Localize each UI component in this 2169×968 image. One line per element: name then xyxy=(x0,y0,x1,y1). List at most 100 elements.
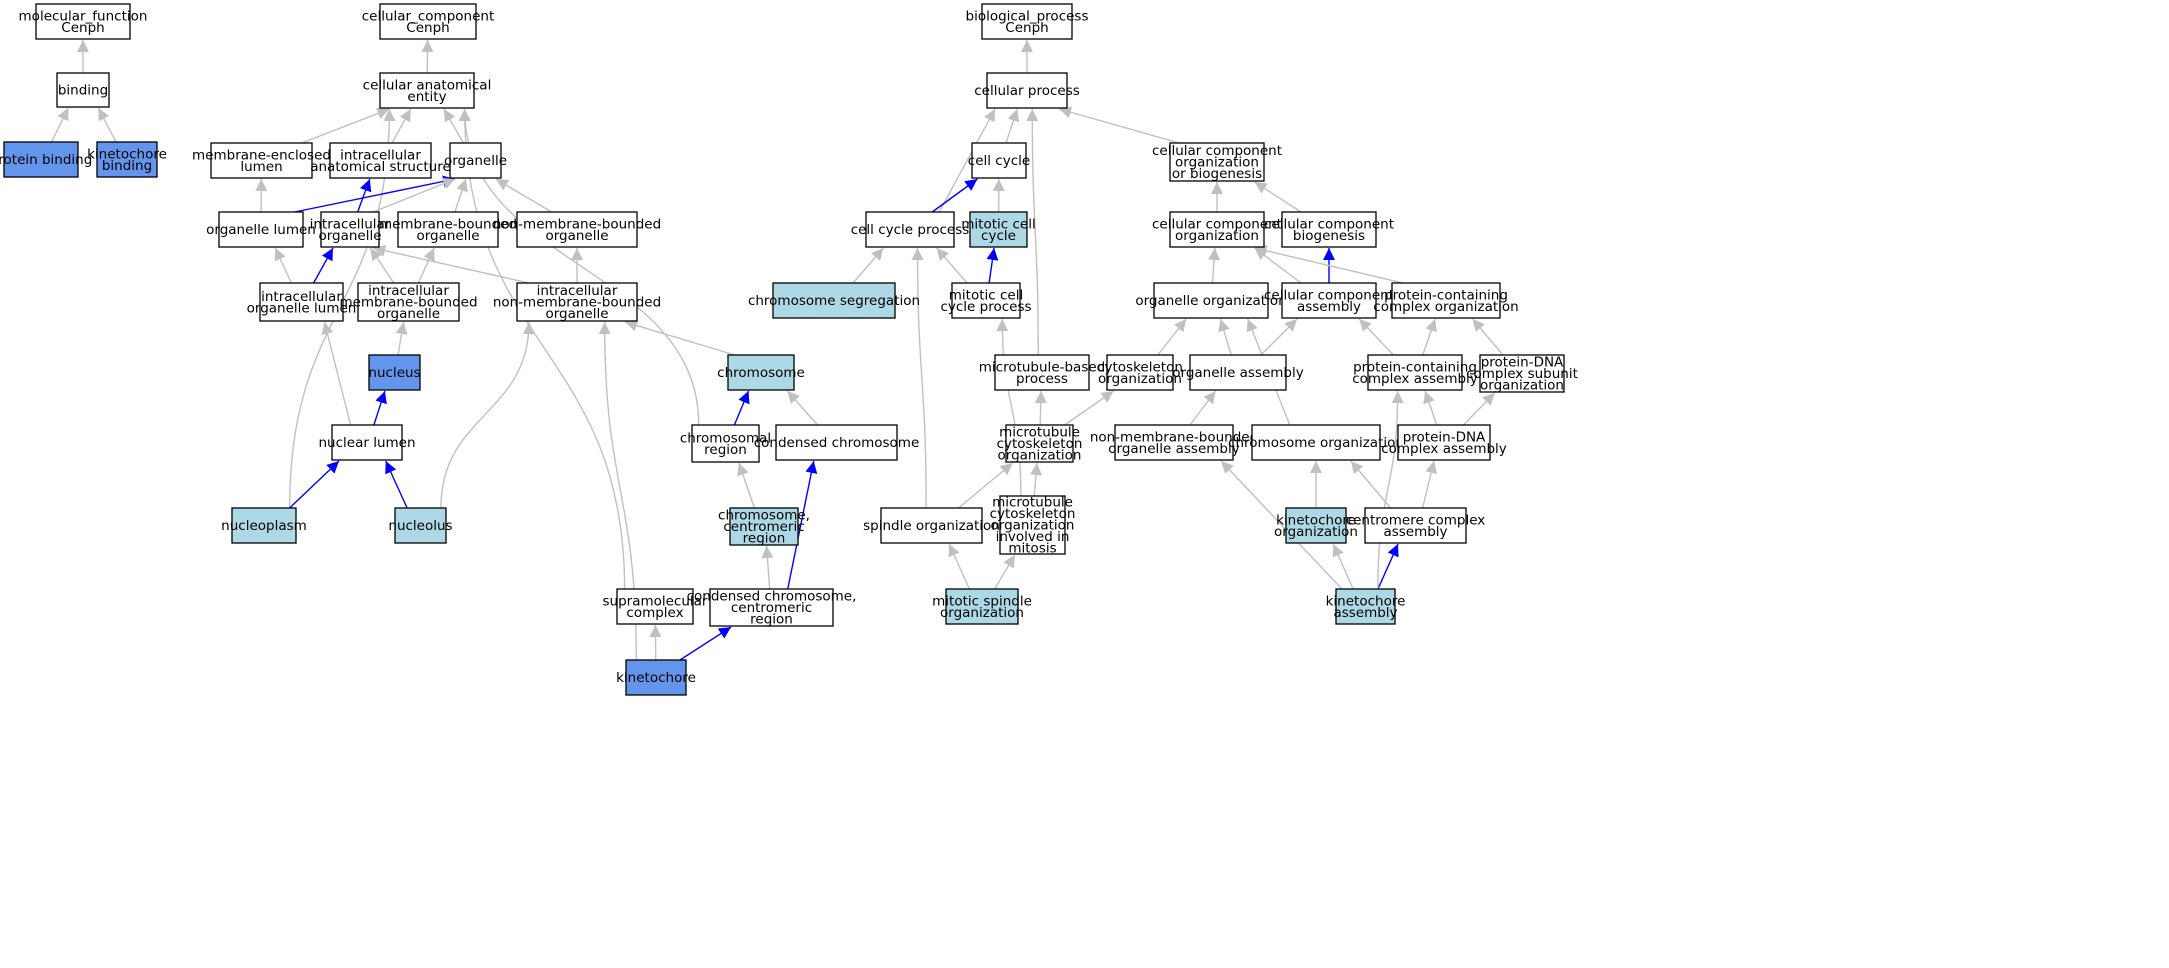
edge-intracellular-membrane-bounded-organelle-to-intracellular-organelle xyxy=(369,247,395,284)
edge-centromere-complex-assembly-to-protein-dna-complex-assembly xyxy=(1421,460,1438,509)
node-label-line: organelle lumen xyxy=(206,222,316,238)
node-spindle-organization[interactable]: spindle organization xyxy=(863,507,1000,544)
node-condensed-chromosome[interactable]: condensed chromosome xyxy=(754,424,920,461)
node-label-line: kinetochore xyxy=(616,670,696,686)
node-organelle-lumen[interactable]: organelle lumen xyxy=(206,211,316,248)
node-label-line: nuclear lumen xyxy=(318,435,415,451)
node-box xyxy=(449,142,502,179)
node-label-line: binding xyxy=(58,83,108,99)
node-chromosome-segregation[interactable]: chromosome segregation xyxy=(748,282,920,319)
node-intracellular-non-membrane-bounded-organelle[interactable]: intracellularnon-membrane-boundedorganel… xyxy=(493,282,661,322)
node-label-line: intracellular xyxy=(261,289,342,305)
node-box xyxy=(1169,211,1265,248)
node-label-line: cell cycle xyxy=(968,153,1030,169)
node-label-line: cellular anatomical xyxy=(363,77,492,93)
node-label-line: intracellular xyxy=(537,283,618,299)
node-label-line: organization xyxy=(1175,228,1259,244)
node-box xyxy=(625,659,687,696)
edge-intracellular-organelle-lumen-to-intracellular-organelle xyxy=(313,247,334,284)
node-cell-cycle[interactable]: cell cycle xyxy=(968,142,1030,179)
edge-membrane-bounded-organelle-to-organelle xyxy=(454,178,468,213)
node-binding[interactable]: binding xyxy=(56,72,110,108)
node-chromosome[interactable]: chromosome xyxy=(717,354,805,391)
node-microtubule-cytoskeleton-organization-involved-in-mitosis[interactable]: microtubulecytoskeletonorganizationinvol… xyxy=(990,495,1076,557)
edge-organelle-to-cellular-anatomical-entity xyxy=(443,108,464,144)
node-label-line: involved in xyxy=(996,529,1070,545)
node-label-line: microtubule xyxy=(999,425,1080,441)
node-label-line: chromosome organization xyxy=(1228,435,1404,451)
edge-kinetochore-assembly-to-protein-containing-complex-assembly xyxy=(1377,390,1404,590)
node-organelle[interactable]: organelle xyxy=(444,142,507,179)
node-box xyxy=(1281,211,1377,248)
node-label-line: membrane-enclosed xyxy=(192,147,331,163)
node-organelle-assembly[interactable]: organelle assembly xyxy=(1172,354,1304,391)
edge-membrane-enclosed-lumen-to-cellular-anatomical-entity xyxy=(301,107,390,144)
node-nucleus[interactable]: nucleus xyxy=(368,354,421,391)
edge-cellular-component-biogenesis-to-cellular-component-organization-or-biogenesis xyxy=(1254,181,1302,213)
node-label-line: complex assembly xyxy=(1381,441,1507,457)
node-label-line: organization xyxy=(940,605,1024,621)
node-label-line: centromeric xyxy=(723,519,804,535)
node-nucleoplasm[interactable]: nucleoplasm xyxy=(221,507,307,544)
node-nucleolus[interactable]: nucleolus xyxy=(388,507,453,544)
node-box xyxy=(1005,424,1074,463)
node-box xyxy=(3,141,79,178)
node-nuclear-lumen[interactable]: nuclear lumen xyxy=(318,424,416,461)
node-label-line: intracellular xyxy=(368,283,449,299)
node-label-line: kinetochore xyxy=(1276,512,1356,528)
node-label-line: organization xyxy=(1274,524,1358,540)
edge-protein-containing-complex-assembly-to-protein-containing-complex-organization xyxy=(1422,318,1437,356)
node-label-line: cellular component xyxy=(1264,287,1394,303)
edge-organelle-organization-to-cellular-component-organization xyxy=(1208,247,1221,284)
edge-kinetochore-to-condensed-chromosome-centromeric-region xyxy=(679,626,732,661)
node-label-line: complex organization xyxy=(1373,299,1518,315)
edge-organelle-assembly-to-organelle-organization xyxy=(1218,318,1232,356)
node-label-line: nucleus xyxy=(368,365,420,381)
node-kinetochore[interactable]: kinetochore xyxy=(616,659,696,696)
node-chromosome-organization[interactable]: chromosome organization xyxy=(1228,424,1404,461)
edge-condensed-chromosome-centromeric-region-to-chromosome-centromeric-region xyxy=(761,545,774,590)
node-box xyxy=(35,3,131,40)
node-cell-cycle-process[interactable]: cell cycle process xyxy=(851,211,970,248)
node-label-line: or biogenesis xyxy=(1172,166,1262,182)
node-label-line: chromosomal xyxy=(680,430,771,446)
node-protein-binding[interactable]: protein binding xyxy=(0,141,92,178)
node-organelle-organization[interactable]: organelle organization xyxy=(1135,282,1287,319)
node-cellular-process[interactable]: cellular process xyxy=(974,72,1080,109)
node-label-line: process xyxy=(1016,371,1068,387)
